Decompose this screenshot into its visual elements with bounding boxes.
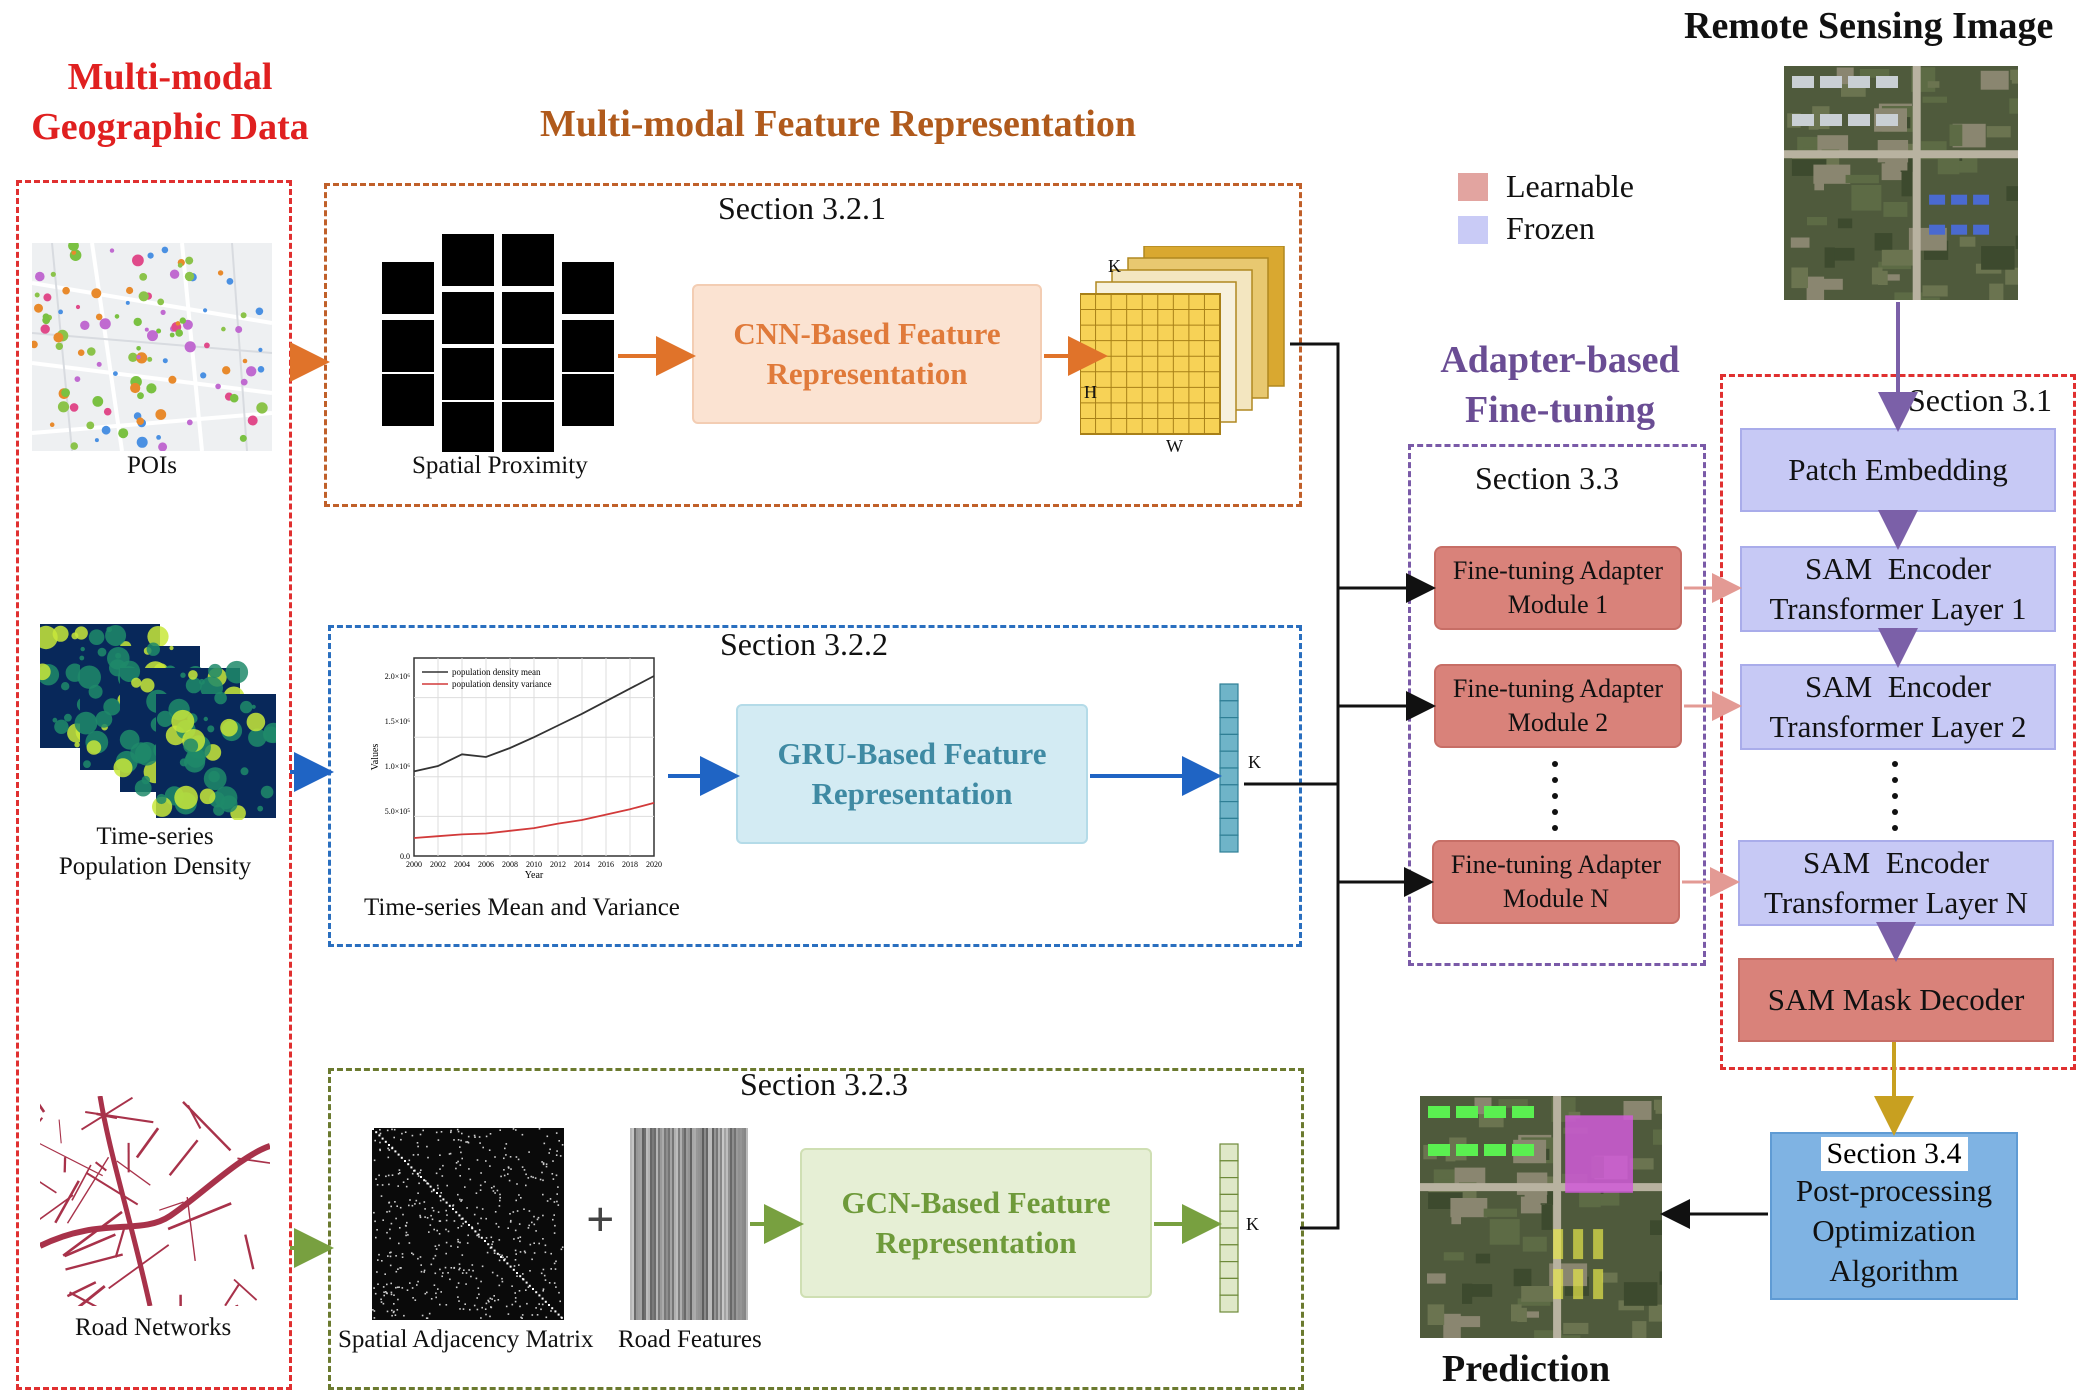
tensor-dim-k: K bbox=[1108, 256, 1121, 276]
patch-embedding-label: Patch Embedding bbox=[1788, 452, 2008, 487]
svg-text:1.0×10⁶: 1.0×10⁶ bbox=[385, 762, 411, 771]
geo-data-title: Multi-modal Geographic Data bbox=[31, 56, 309, 148]
gcn-feature-block: GCN-Based Feature Representation bbox=[800, 1148, 1152, 1298]
adapter-module-2: Fine-tuning Adapter Module 2 bbox=[1434, 664, 1682, 748]
adapter-module-1-label: Fine-tuning Adapter Module 1 bbox=[1452, 556, 1664, 619]
cnn-feature-block: CNN-Based Feature Representation bbox=[692, 284, 1042, 424]
svg-text:5.0×10⁵: 5.0×10⁵ bbox=[385, 807, 411, 816]
sam-encoder-layer-n: SAM Encoder Transformer Layer N bbox=[1738, 840, 2054, 926]
svg-text:2016: 2016 bbox=[598, 860, 614, 869]
feature-tensor-3d bbox=[1080, 246, 1285, 435]
section-321-label: Section 3.2.1 bbox=[718, 190, 886, 226]
population-density-image bbox=[40, 624, 276, 820]
svg-text:2006: 2006 bbox=[478, 860, 494, 869]
gru-feature-label: GRU-Based Feature Representation bbox=[777, 736, 1047, 811]
plus-sign: + bbox=[586, 1191, 615, 1247]
sam-encoder-layer-1: SAM Encoder Transformer Layer 1 bbox=[1740, 546, 2056, 632]
svg-text:2010: 2010 bbox=[526, 860, 542, 869]
road-network-image bbox=[40, 1096, 270, 1306]
adapter-ellipsis bbox=[1552, 761, 1558, 831]
road-features-image bbox=[630, 1128, 748, 1320]
svg-text:population density mean: population density mean bbox=[452, 667, 541, 677]
svg-text:0.0: 0.0 bbox=[400, 852, 410, 861]
time-series-plot: population density mean population densit… bbox=[370, 657, 662, 881]
pois-caption: POIs bbox=[127, 452, 178, 479]
gru-feature-block: GRU-Based Feature Representation bbox=[736, 704, 1088, 844]
tensor-dim-h: H bbox=[1084, 382, 1097, 402]
sam-encoder-layer-2-label: SAM Encoder Transformer Layer 2 bbox=[1769, 669, 2027, 744]
post-processing-label: Post-processing Optimization Algorithm bbox=[1795, 1173, 1993, 1288]
svg-text:2014: 2014 bbox=[574, 860, 590, 869]
gru-feature-vector bbox=[1219, 683, 1239, 853]
prediction-image bbox=[1420, 1096, 1662, 1338]
sam-encoder-layer-1-label: SAM Encoder Transformer Layer 1 bbox=[1769, 551, 2027, 626]
remote-sensing-title: Remote Sensing Image bbox=[1684, 5, 2054, 47]
section-323-label: Section 3.2.3 bbox=[740, 1066, 908, 1102]
encoder-ellipsis bbox=[1892, 761, 1898, 831]
spatial-proximity-caption: Spatial Proximity bbox=[412, 452, 588, 479]
svg-text:2012: 2012 bbox=[550, 860, 566, 869]
roads-caption: Road Networks bbox=[75, 1314, 232, 1341]
gru-vector-dim: K bbox=[1248, 752, 1261, 772]
tensor-dim-w: W bbox=[1166, 436, 1183, 456]
poi-map-image bbox=[32, 243, 272, 451]
cnn-feature-label: CNN-Based Feature Representation bbox=[733, 316, 1001, 391]
adapter-module-n-label: Fine-tuning Adapter Module N bbox=[1450, 850, 1662, 913]
sam-mask-decoder-label: SAM Mask Decoder bbox=[1767, 982, 2025, 1017]
sam-encoder-layer-n-label: SAM Encoder Transformer Layer N bbox=[1764, 845, 2028, 920]
svg-text:population density variance: population density variance bbox=[452, 679, 551, 689]
svg-text:Values: Values bbox=[370, 744, 381, 771]
population-caption: Time-series Population Density bbox=[58, 823, 252, 880]
svg-text:2.0×10⁶: 2.0×10⁶ bbox=[385, 672, 411, 681]
legend-learnable-swatch bbox=[1458, 173, 1488, 201]
sam-mask-decoder-block: SAM Mask Decoder bbox=[1738, 958, 2054, 1042]
legend-frozen-swatch bbox=[1458, 216, 1488, 244]
adapter-module-2-label: Fine-tuning Adapter Module 2 bbox=[1452, 674, 1664, 737]
section-33-label: Section 3.3 bbox=[1475, 460, 1619, 496]
gcn-feature-label: GCN-Based Feature Representation bbox=[841, 1185, 1111, 1260]
svg-text:2018: 2018 bbox=[622, 860, 638, 869]
patch-embedding-block: Patch Embedding bbox=[1740, 428, 2056, 512]
svg-text:2008: 2008 bbox=[502, 860, 518, 869]
feature-representation-title: Multi-modal Feature Representation bbox=[540, 103, 1136, 145]
spatial-proximity-image bbox=[382, 234, 614, 452]
svg-text:1.5×10⁶: 1.5×10⁶ bbox=[385, 717, 411, 726]
svg-text:2002: 2002 bbox=[430, 860, 446, 869]
sam-encoder-layer-2: SAM Encoder Transformer Layer 2 bbox=[1740, 664, 2056, 750]
svg-text:2020: 2020 bbox=[646, 860, 662, 869]
road-features-caption: Road Features bbox=[618, 1326, 762, 1353]
legend-learnable-label: Learnable bbox=[1506, 168, 1634, 204]
section-34-label: Section 3.4 bbox=[1820, 1137, 1968, 1171]
section-31-label: Section 3.1 bbox=[1908, 382, 2052, 418]
remote-sensing-image bbox=[1784, 66, 2018, 300]
adjacency-matrix-image bbox=[372, 1128, 564, 1320]
svg-text:2004: 2004 bbox=[454, 860, 470, 869]
prediction-title: Prediction bbox=[1442, 1348, 1611, 1390]
time-series-caption: Time-series Mean and Variance bbox=[364, 894, 680, 921]
adjacency-matrix-caption: Spatial Adjacency Matrix bbox=[338, 1326, 594, 1353]
legend-frozen-label: Frozen bbox=[1506, 210, 1595, 246]
adapter-title: Adapter-based Fine-tuning bbox=[1440, 339, 1680, 431]
adapter-module-n: Fine-tuning Adapter Module N bbox=[1432, 840, 1680, 924]
geo-data-box bbox=[16, 180, 292, 1390]
post-processing-block: Section 3.4 Post-processing Optimization… bbox=[1770, 1132, 2018, 1300]
adapter-module-1: Fine-tuning Adapter Module 1 bbox=[1434, 546, 1682, 630]
section-322-label: Section 3.2.2 bbox=[720, 626, 888, 662]
svg-text:Year: Year bbox=[525, 870, 544, 881]
gcn-vector-dim: K bbox=[1246, 1214, 1259, 1234]
gcn-feature-vector bbox=[1219, 1143, 1239, 1313]
svg-text:2000: 2000 bbox=[406, 860, 422, 869]
